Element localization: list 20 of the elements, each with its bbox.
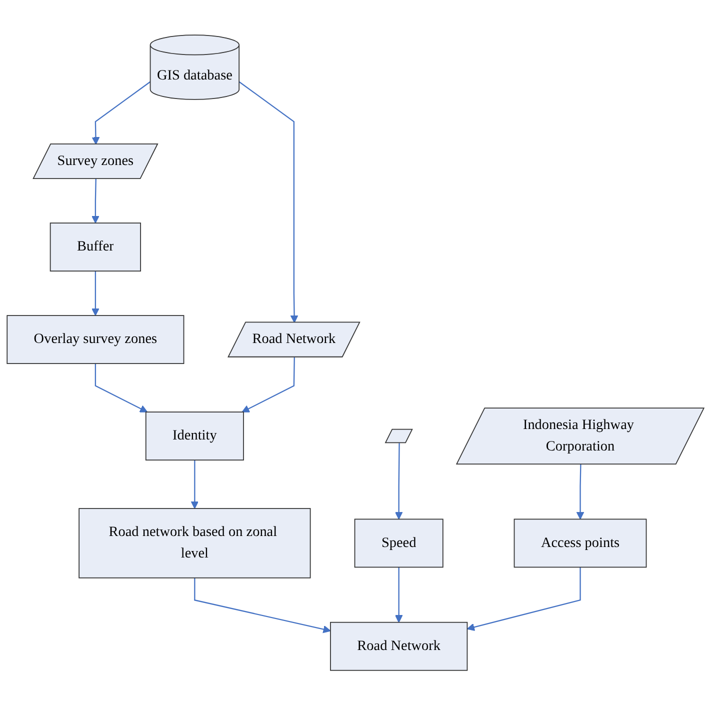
node-box: Road Network	[330, 622, 468, 672]
node-box: Buffer	[50, 222, 141, 272]
arrow	[92, 82, 151, 145]
arrow	[242, 358, 295, 413]
arrow	[92, 271, 100, 316]
arrow	[94, 364, 148, 413]
arrow	[466, 567, 581, 632]
arrow	[190, 460, 199, 510]
node-box: Road network based on zonal level	[78, 508, 311, 579]
arrow	[194, 578, 331, 634]
node-box: Speed	[354, 518, 444, 568]
arrow	[576, 464, 584, 520]
arrow	[394, 567, 403, 623]
arrow	[92, 179, 100, 224]
node-parallelogram	[384, 429, 413, 444]
node-box: Identity	[145, 412, 244, 461]
node-box: Overlay survey zones	[6, 315, 184, 364]
node-box: Access points	[514, 518, 647, 568]
arrow	[238, 82, 298, 324]
arrow	[394, 443, 403, 520]
